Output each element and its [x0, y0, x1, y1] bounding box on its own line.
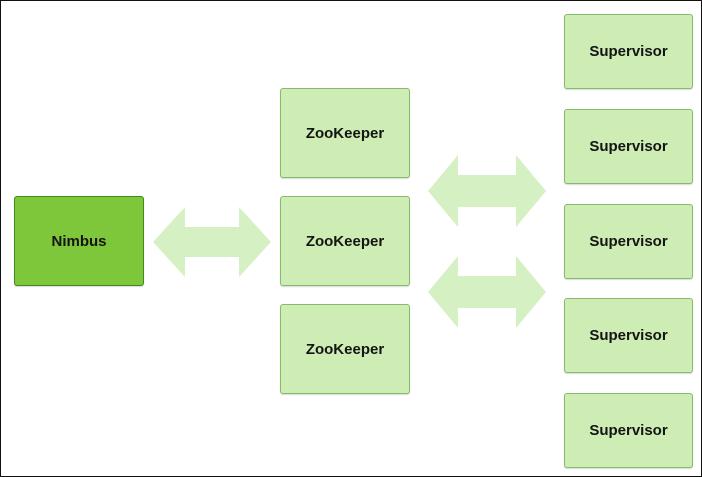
nimbus-zookeeper-arrow	[153, 207, 271, 277]
supervisor-node-5: Supervisor	[564, 393, 693, 468]
zookeeper-label-1: ZooKeeper	[305, 124, 385, 142]
supervisor-label-4: Supervisor	[589, 327, 668, 344]
zookeeper-supervisor-arrow-upper	[428, 155, 546, 227]
nimbus-label: Nimbus	[51, 232, 107, 250]
zookeeper-supervisor-arrow-lower	[428, 256, 546, 328]
supervisor-label-1: Supervisor	[589, 43, 668, 60]
supervisor-node-4: Supervisor	[564, 298, 693, 373]
zookeeper-node-2: ZooKeeper	[280, 196, 410, 286]
supervisor-node-1: Supervisor	[564, 14, 693, 89]
supervisor-node-3: Supervisor	[564, 204, 693, 279]
supervisor-node-2: Supervisor	[564, 109, 693, 184]
supervisor-label-5: Supervisor	[589, 422, 668, 439]
zookeeper-label-3: ZooKeeper	[305, 340, 385, 358]
supervisor-label-3: Supervisor	[589, 233, 668, 250]
nimbus-node: Nimbus	[14, 196, 144, 286]
zookeeper-node-3: ZooKeeper	[280, 304, 410, 394]
zookeeper-label-2: ZooKeeper	[305, 232, 385, 250]
zookeeper-node-1: ZooKeeper	[280, 88, 410, 178]
supervisor-label-2: Supervisor	[589, 138, 668, 155]
